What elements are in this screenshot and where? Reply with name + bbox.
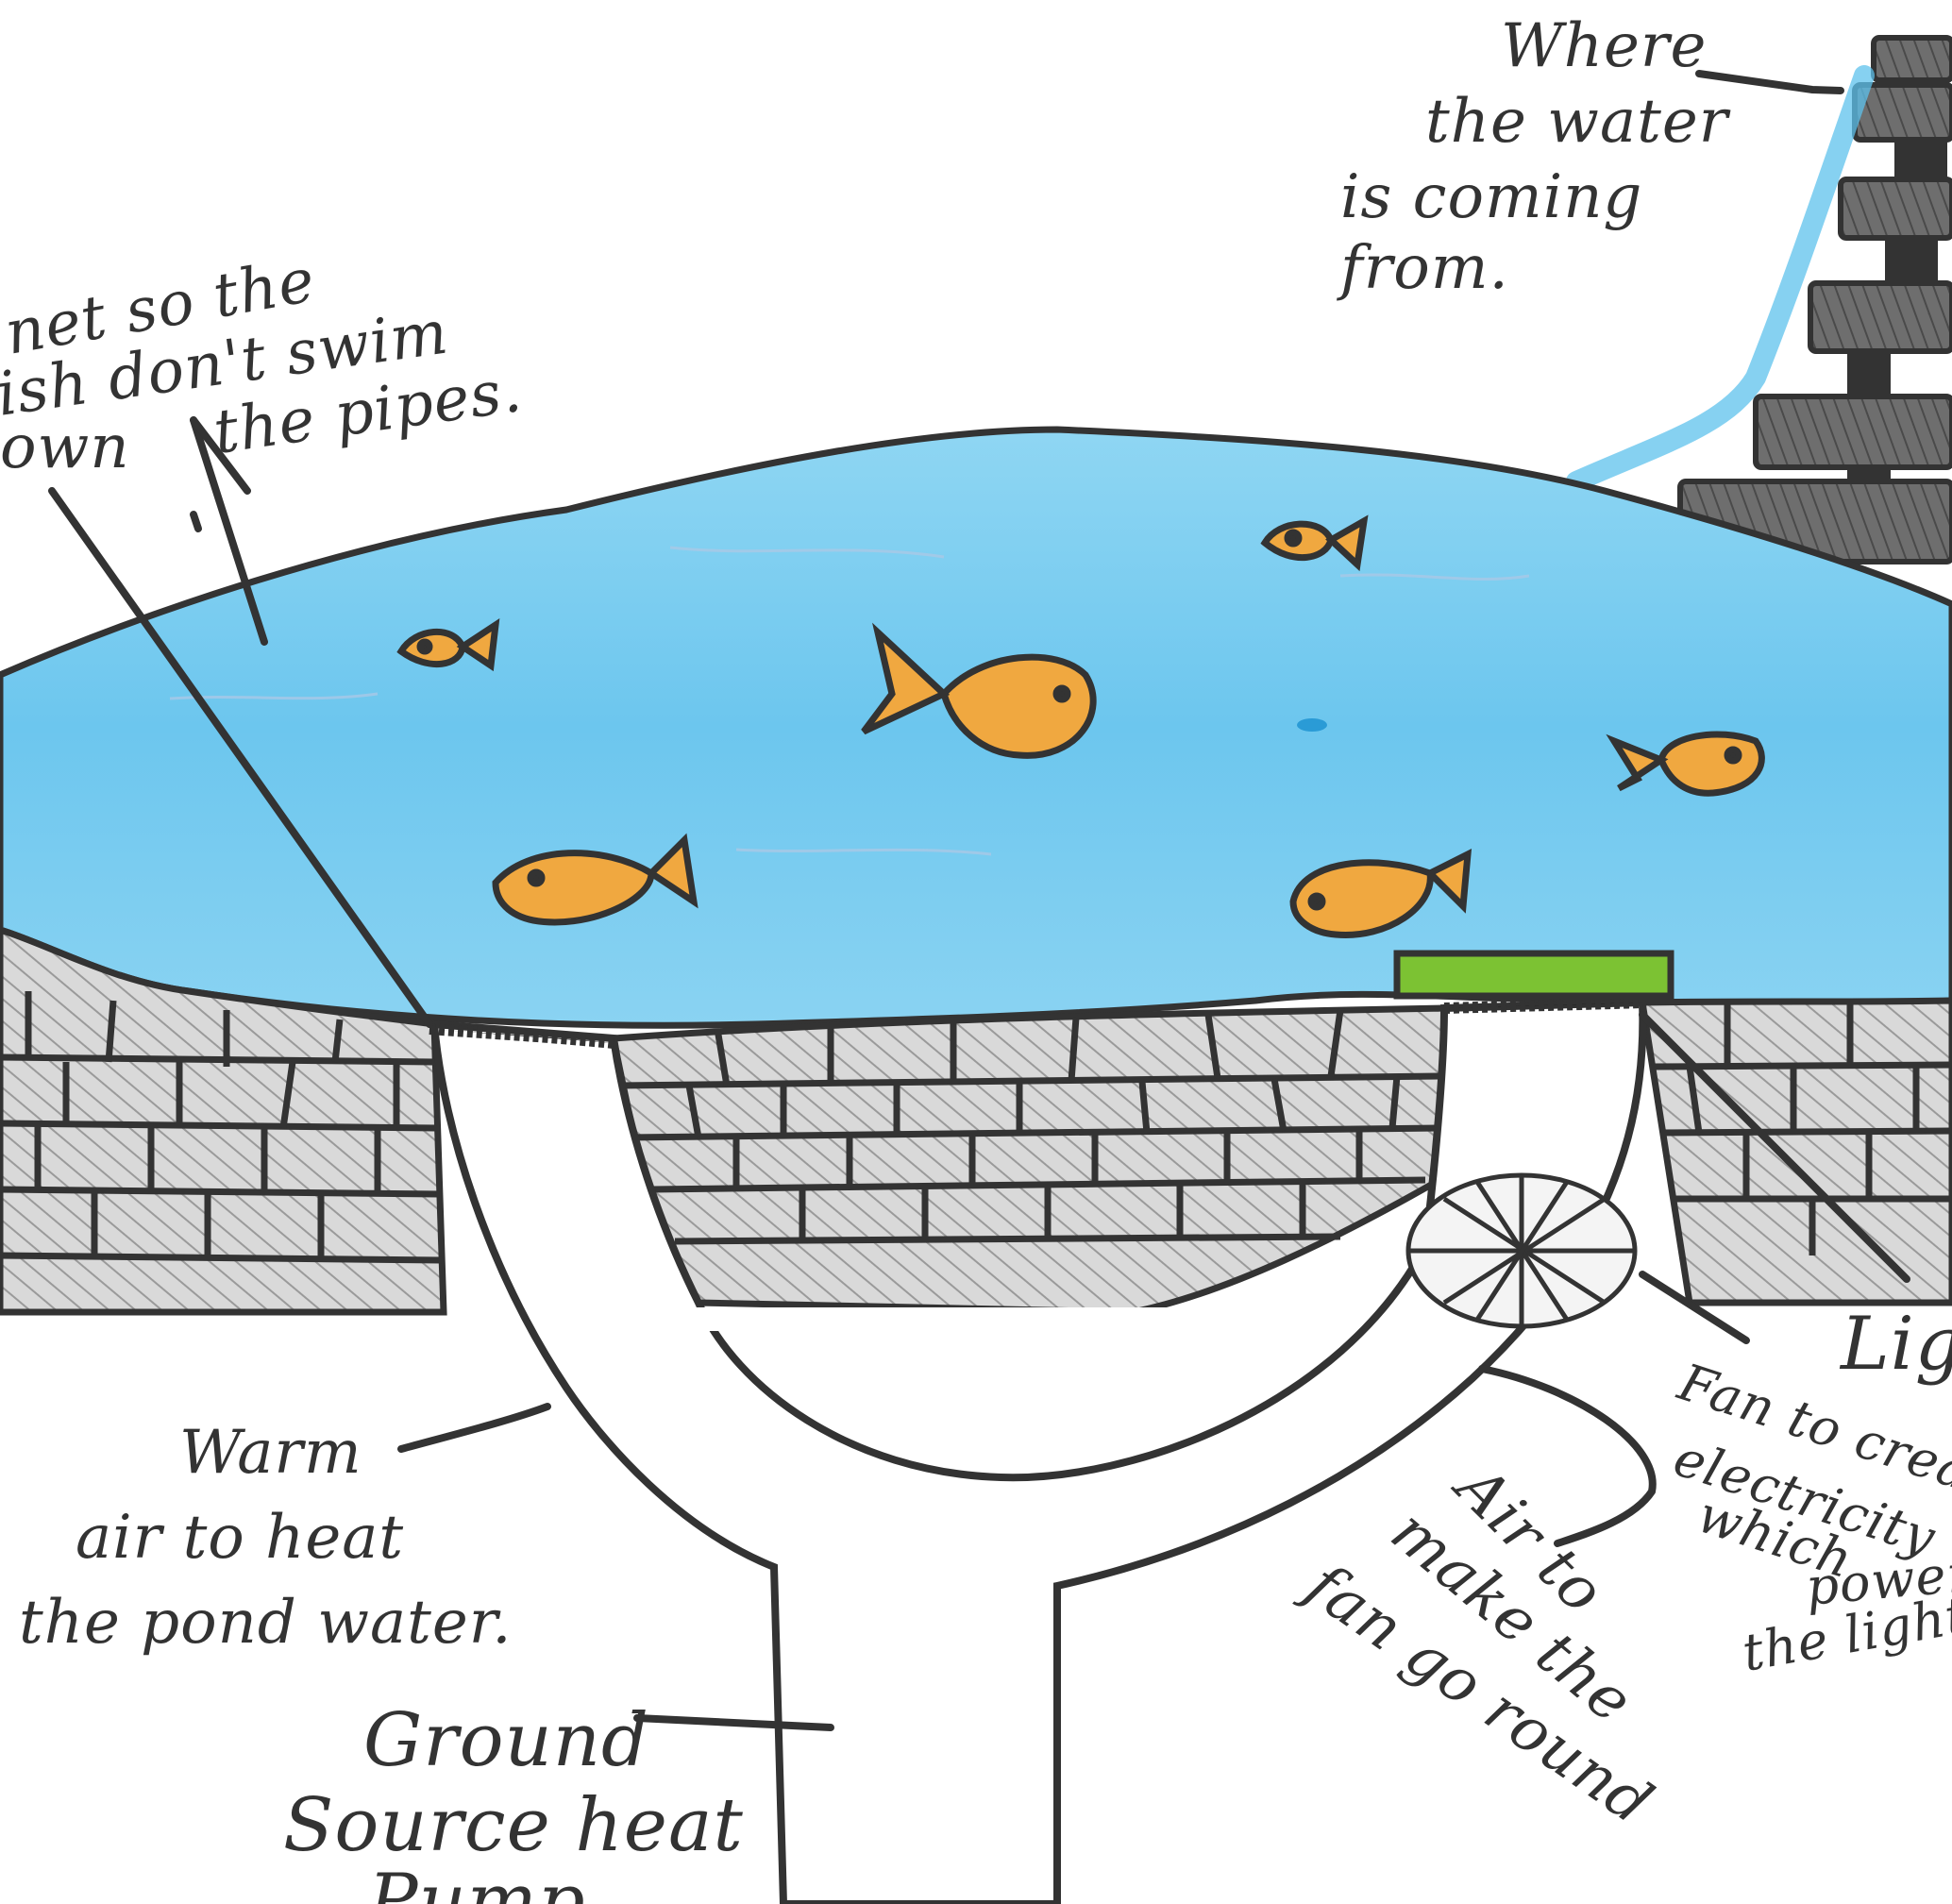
stone-stairs	[1566, 28, 1952, 604]
label-ground-source: Ground Source heat Pump	[283, 1698, 744, 1904]
light-block	[1393, 950, 1674, 1000]
fan-icon	[1405, 1172, 1638, 1329]
pipe-system	[429, 998, 1647, 1904]
brick-mortar	[0, 991, 1952, 1264]
label-net: net so the ish don't swim own the pipes.	[0, 245, 527, 482]
fish-icon	[861, 622, 1097, 759]
label-light: Ligh	[1839, 1302, 1952, 1387]
svg-text:Ground: Ground	[363, 1698, 649, 1783]
svg-text:is coming: is coming	[1340, 162, 1642, 232]
label-air-fan: Air to make the fan go round	[1291, 1449, 1665, 1839]
svg-text:Warm: Warm	[179, 1418, 362, 1488]
svg-text:Pump: Pump	[366, 1859, 586, 1904]
label-fan: Fan to create electricity which powers t…	[1667, 1352, 1952, 1683]
fish-icon	[1606, 731, 1765, 797]
svg-text:the water: the water	[1425, 87, 1731, 157]
svg-text:air to heat: air to heat	[76, 1503, 404, 1573]
svg-text:the pond water.: the pond water.	[19, 1588, 513, 1658]
svg-text:Where: Where	[1501, 11, 1707, 81]
leader-lines	[48, 70, 1910, 1731]
label-warm-air: Warm air to heat the pond water.	[19, 1418, 513, 1658]
fish-icon	[396, 617, 500, 672]
pipe-nets	[429, 997, 1643, 1049]
fish-icon	[492, 833, 698, 926]
fish-icon	[1260, 514, 1369, 572]
svg-text:Source heat: Source heat	[283, 1783, 744, 1868]
fish-icon	[1289, 849, 1472, 938]
label-water-source: Where the water is coming from.	[1337, 11, 1731, 303]
fish-group	[396, 514, 1765, 938]
svg-text:own: own	[0, 413, 130, 482]
svg-text:from.: from.	[1337, 233, 1509, 303]
